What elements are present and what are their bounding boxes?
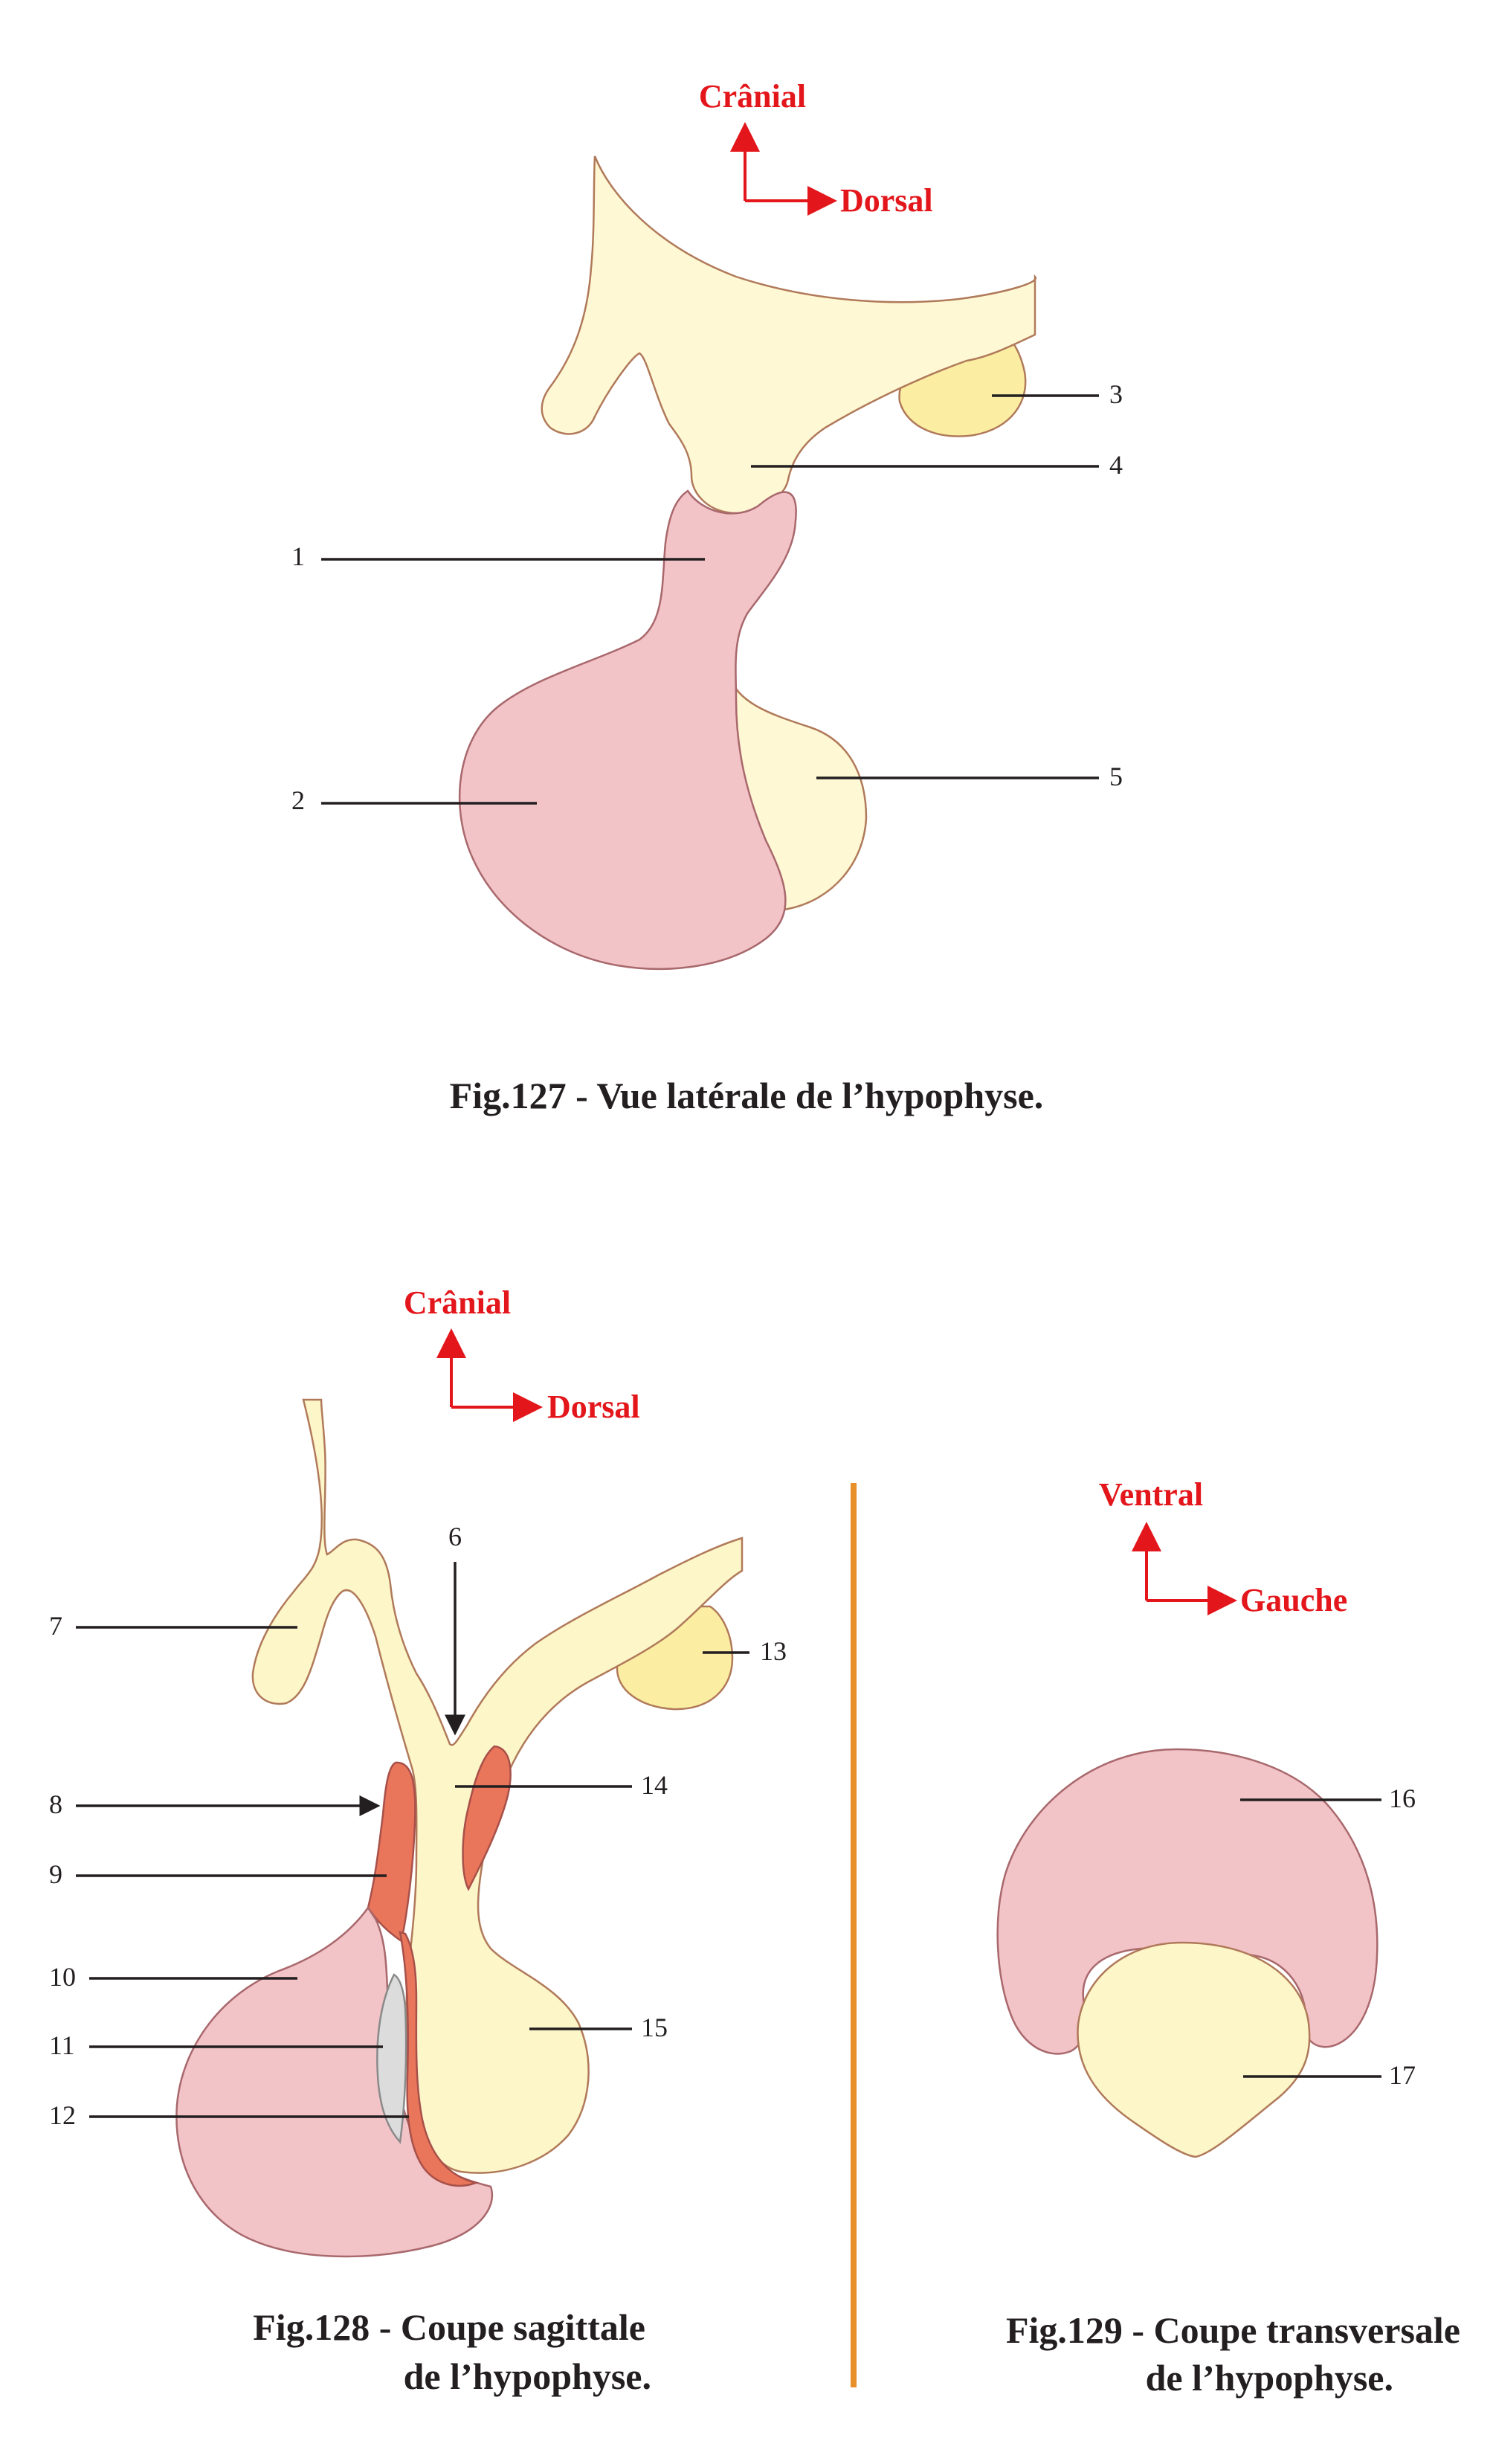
fig128-label-11: 11 [49,2030,75,2060]
fig128-caption-line1: Fig.128 - Coupe sagittale [253,2306,645,2348]
fig127-leaders: 1 2 3 4 5 [291,379,1123,815]
fig128-label-14: 14 [641,1770,668,1800]
fig127-label-4: 4 [1109,450,1123,480]
fig129: Ventral Gauche 16 17 Fig.129 - Coupe tra… [996,1476,1460,2399]
fig128-label-6: 6 [448,1522,462,1551]
fig127-hypothalamus [541,155,1037,515]
fig128: Crânial Dorsal 6 7 8 9 10 [49,1284,787,2397]
fig127: Crânial Dorsal 1 2 3 4 5 Fig.127 - Vue l… [291,78,1123,1116]
fig127-label-3: 3 [1109,379,1123,409]
fig129-label-17: 17 [1389,2060,1416,2090]
fig127-label-2: 2 [291,785,305,815]
fig128-leaders: 6 7 8 9 10 11 12 13 14 15 [49,1522,787,2130]
fig129-neurohypophysis [1077,1941,1311,2158]
fig128-orientation: Crânial Dorsal [404,1284,640,1425]
fig127-dorsal-label: Dorsal [840,182,933,219]
fig127-label-1: 1 [291,541,305,571]
fig128-label-9: 9 [49,1859,62,1889]
fig129-ventral-label: Ventral [1099,1476,1203,1513]
fig129-gauche-label: Gauche [1240,1582,1347,1618]
fig129-label-16: 16 [1389,1783,1416,1813]
fig128-pars-tuberalis-posterior [462,1745,512,1891]
fig127-label-5: 5 [1109,762,1123,791]
fig127-orientation: Crânial Dorsal [699,78,933,219]
fig128-label-8: 8 [49,1789,62,1819]
fig128-pars-tuberalis-anterior [367,1761,416,1943]
fig128-label-7: 7 [49,1611,62,1641]
fig127-adenohypophysis [458,489,797,971]
fig128-residual-lumen [376,1973,407,2144]
fig127-caption: Fig.127 - Vue latérale de l’hypophyse. [450,1075,1044,1116]
fig128-label-10: 10 [49,1962,76,1992]
fig128-caption-line2: de l’hypophyse. [404,2355,651,2397]
fig128-dorsal-label: Dorsal [547,1389,640,1425]
fig129-orientation: Ventral Gauche [1099,1476,1347,1618]
fig128-cranial-label: Crânial [404,1284,511,1321]
fig129-caption-line1: Fig.129 - Coupe transversale [1006,2309,1460,2351]
fig128-label-13: 13 [760,1636,787,1666]
fig128-label-12: 12 [49,2100,76,2130]
fig128-pars-intermedia [399,1931,480,2187]
fig127-cranial-label: Crânial [699,78,806,115]
fig129-leaders: 16 17 [1240,1783,1416,2090]
fig129-caption-line2: de l’hypophyse. [1146,2357,1393,2399]
fig128-label-15: 15 [641,2013,668,2042]
